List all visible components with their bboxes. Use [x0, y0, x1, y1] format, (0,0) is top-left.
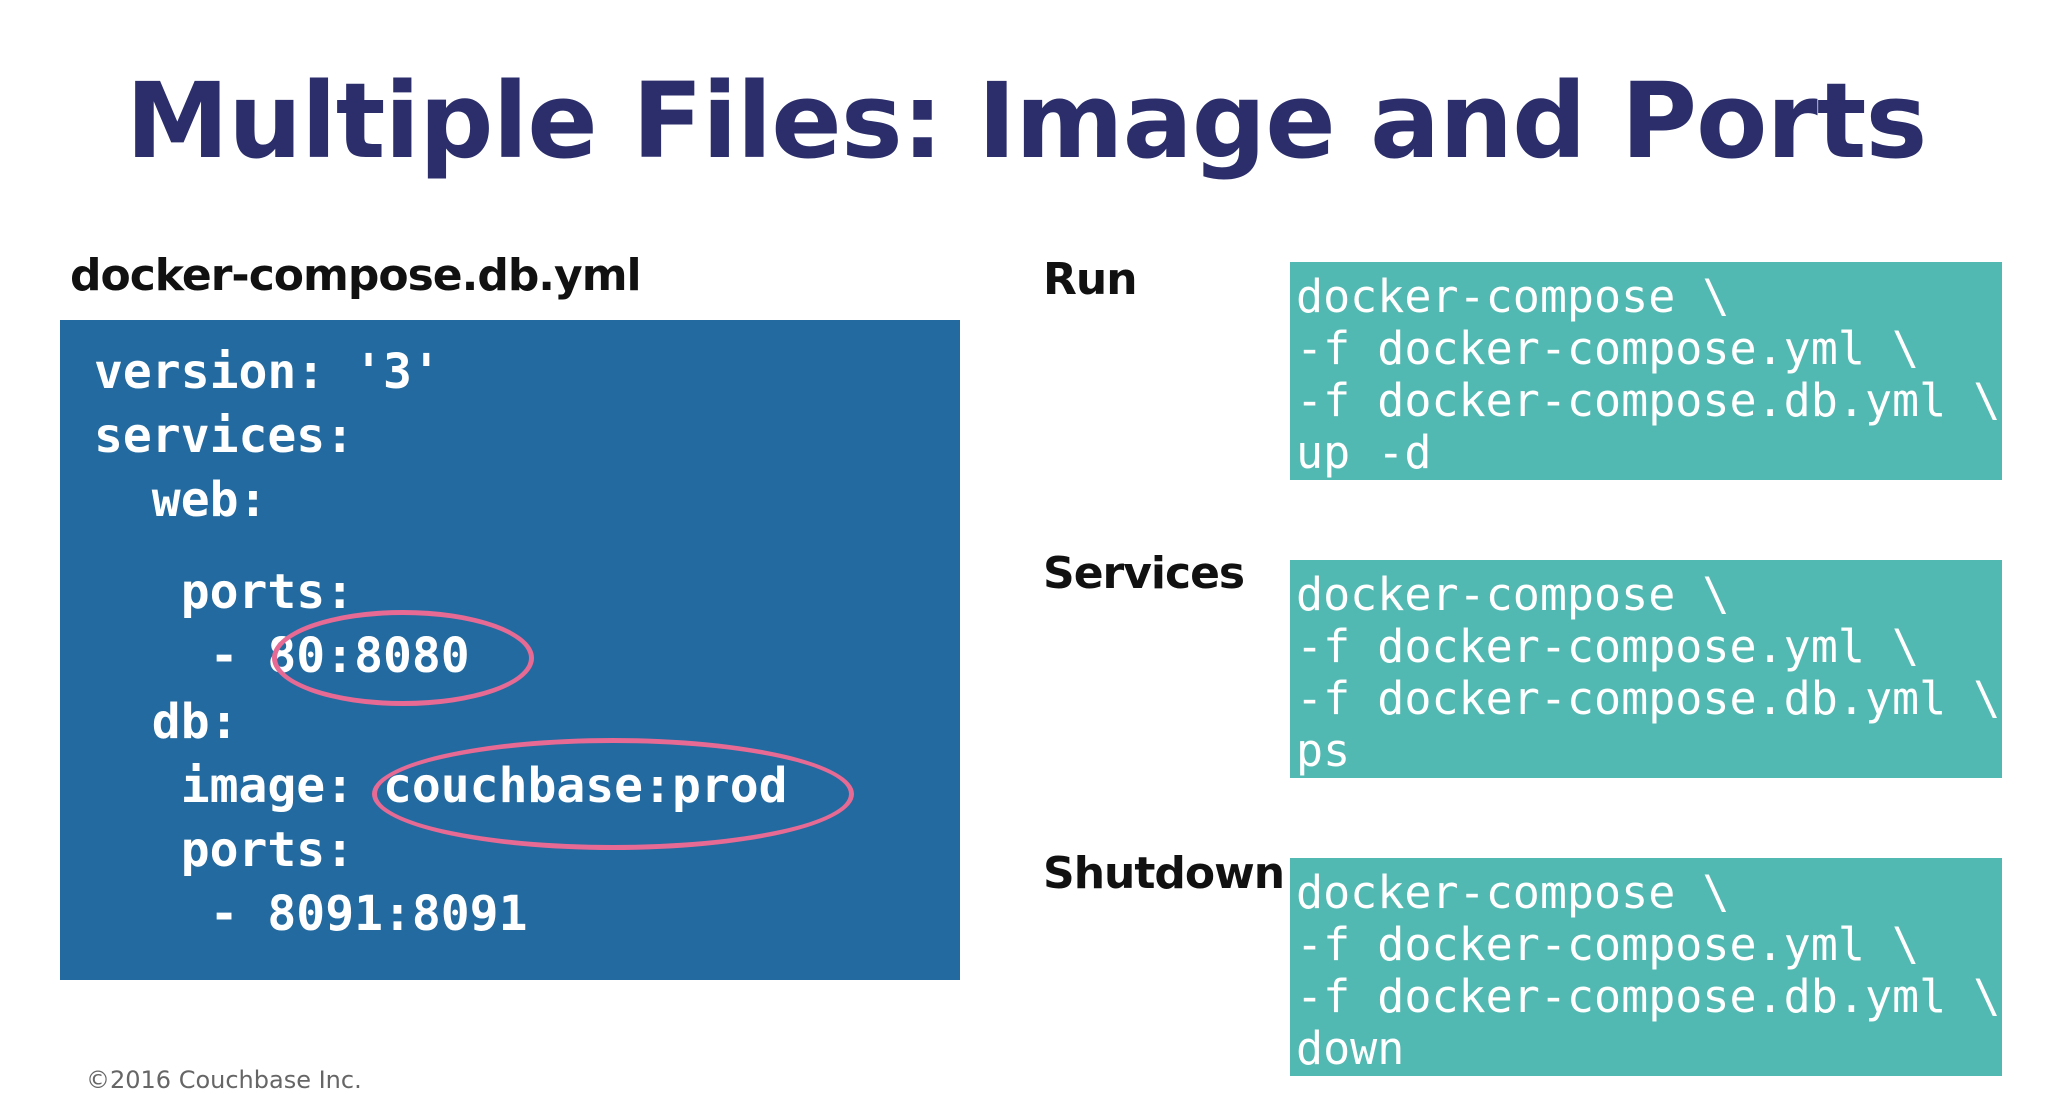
highlight-circle-image	[372, 738, 854, 850]
run-command-block: docker-compose \ -f docker-compose.yml \…	[1290, 262, 2002, 480]
command-line: down	[1296, 1022, 1405, 1075]
command-line: docker-compose \	[1296, 568, 1730, 621]
yaml-line: db:	[94, 694, 239, 750]
command-line: docker-compose \	[1296, 866, 1730, 919]
file-name-label: docker-compose.db.yml	[70, 250, 642, 301]
copyright-footer: ©2016 Couchbase Inc.	[86, 1066, 362, 1094]
yaml-line: services:	[94, 408, 355, 464]
command-line: -f docker-compose.yml \	[1296, 322, 1920, 375]
yaml-code-block: version: '3' services: web: ports: - 80:…	[60, 320, 960, 980]
command-line: -f docker-compose.yml \	[1296, 620, 1920, 673]
services-label: Services	[1043, 548, 1245, 599]
command-line: -f docker-compose.yml \	[1296, 918, 1920, 971]
yaml-line: web:	[94, 472, 268, 528]
highlight-circle-ports	[272, 610, 534, 706]
slide-title: Multiple Files: Image and Ports	[125, 60, 1928, 182]
command-line: docker-compose \	[1296, 270, 1730, 323]
yaml-line: ports:	[94, 822, 355, 878]
run-label: Run	[1043, 254, 1138, 305]
shutdown-label: Shutdown	[1043, 848, 1285, 899]
command-line: -f docker-compose.db.yml \	[1296, 374, 2001, 427]
yaml-line: ports:	[94, 564, 355, 620]
shutdown-command-block: docker-compose \ -f docker-compose.yml \…	[1290, 858, 2002, 1076]
command-line: ps	[1296, 724, 1351, 777]
yaml-line: version: '3'	[94, 344, 441, 400]
services-command-block: docker-compose \ -f docker-compose.yml \…	[1290, 560, 2002, 778]
yaml-line: - 8091:8091	[94, 886, 528, 942]
command-line: -f docker-compose.db.yml \	[1296, 672, 2001, 725]
command-line: -f docker-compose.db.yml \	[1296, 970, 2001, 1023]
command-line: up -d	[1296, 426, 1432, 479]
